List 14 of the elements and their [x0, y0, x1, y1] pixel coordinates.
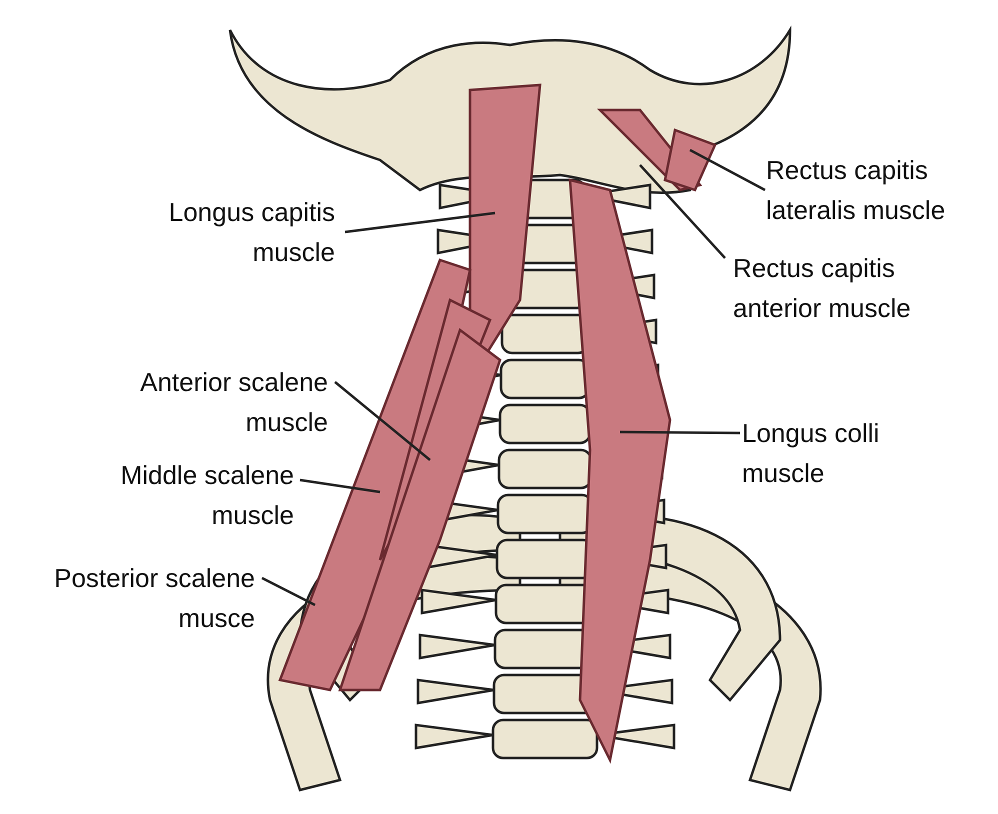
leader-line — [344, 212, 496, 234]
part-label: Rectus capitis anterior muscle — [733, 252, 912, 325]
part-label: Longus colli muscle — [742, 417, 880, 490]
part-label: Anterior scalene muscle — [139, 366, 328, 439]
part-label: Longus capitis muscle — [168, 196, 335, 269]
leader-line — [620, 430, 740, 434]
leader-line — [334, 381, 431, 461]
part-label: Rectus capitis lateralis muscle — [766, 154, 946, 227]
part-label: Middle scalene muscle — [120, 459, 294, 532]
leader-line — [639, 164, 726, 259]
leader-line — [689, 148, 766, 192]
part-label: Posterior scalene musce — [53, 562, 255, 635]
leader-line — [300, 478, 380, 494]
leader-line — [261, 576, 316, 606]
